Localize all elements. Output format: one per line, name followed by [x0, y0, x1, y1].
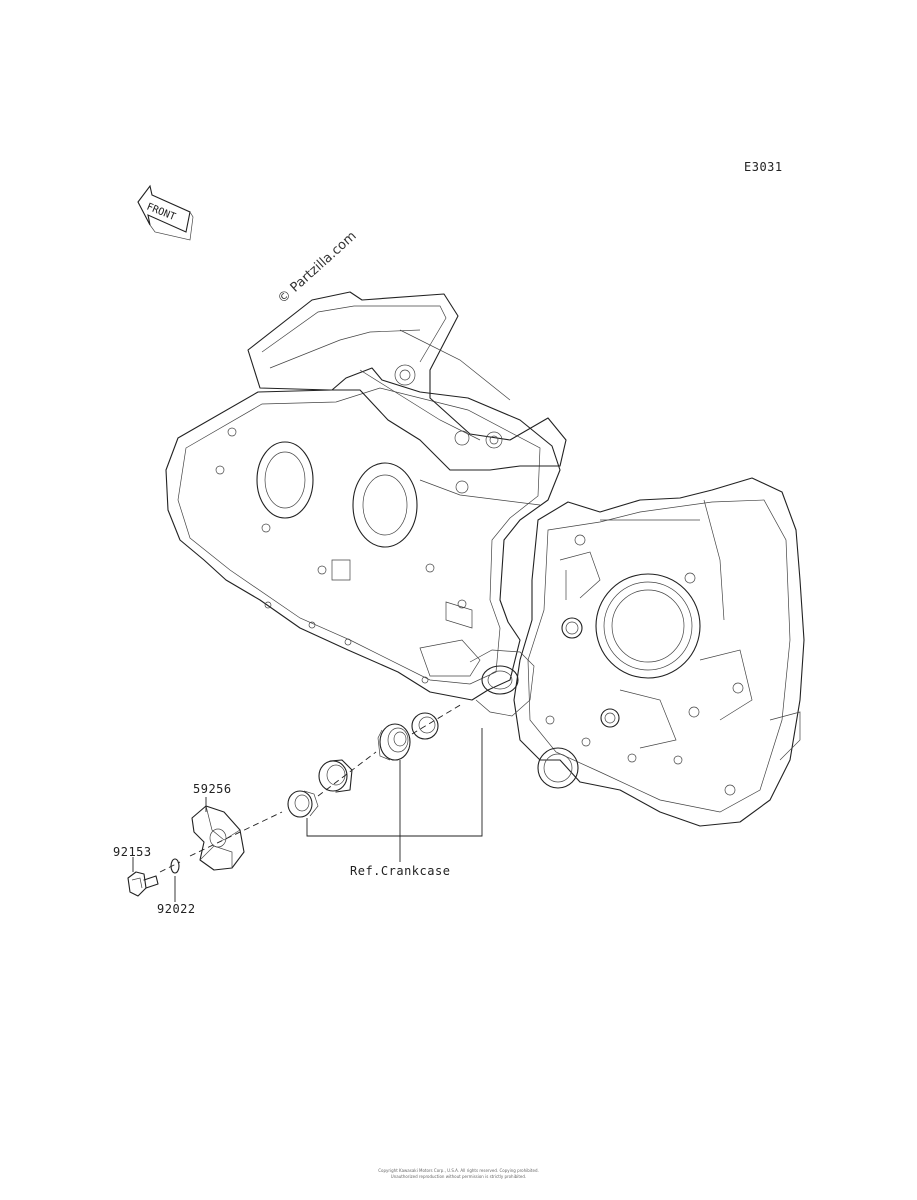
bolt: [127, 871, 159, 897]
label-washer[interactable]: 92022: [157, 902, 196, 916]
upper-deck: [247, 291, 567, 506]
label-bolt[interactable]: 92153: [113, 845, 152, 859]
oil-seal-inner: [411, 712, 439, 740]
pump-housing: [469, 649, 535, 717]
crankcase-right: [513, 477, 805, 827]
label-impeller[interactable]: 59256: [193, 782, 232, 796]
front-arrow-icon: FRONT: [137, 184, 194, 241]
footer-line-2: Unauthorized reproduction without permis…: [390, 1174, 527, 1179]
crankcase-left: [165, 367, 561, 701]
diagram-code: E3031: [744, 160, 783, 174]
bearing: [377, 723, 411, 761]
footer-line-1: Copyright Kawasaki Motors Corp., U.S.A. …: [378, 1168, 539, 1173]
impeller: [191, 805, 245, 871]
mechanical-seal: [318, 759, 353, 793]
ref-bracket: [306, 728, 483, 837]
label-reference[interactable]: Ref.Crankcase: [350, 864, 451, 878]
seal-washer: [287, 790, 319, 818]
